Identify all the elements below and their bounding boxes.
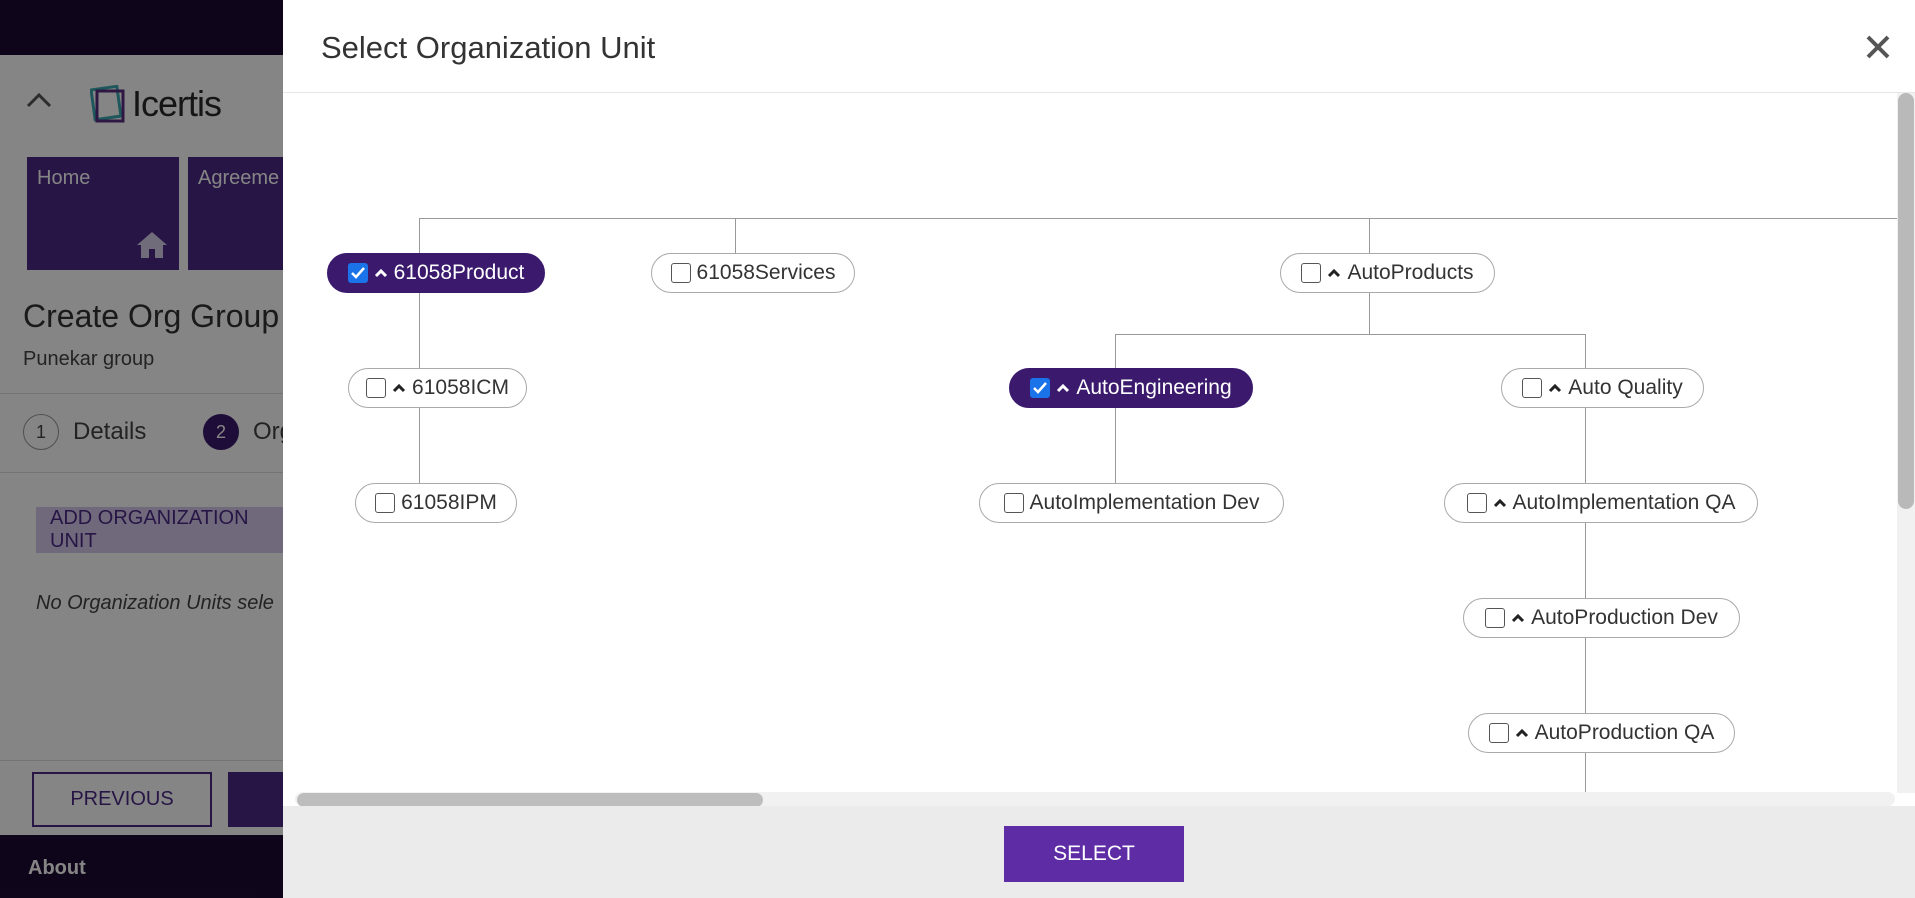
tree-connector — [1585, 638, 1586, 713]
chevron-up-icon[interactable] — [1548, 382, 1562, 394]
tree-connector — [1585, 408, 1586, 483]
node-label: AutoProduction QA — [1534, 721, 1715, 744]
node-label: 61058Product — [393, 261, 525, 284]
tile-agreements-label: Agreeme — [198, 167, 280, 189]
tree-connector — [1585, 334, 1586, 368]
tree-connector — [1585, 753, 1586, 793]
tree-connector — [1115, 334, 1116, 368]
step-details[interactable]: 1 Details — [23, 414, 146, 450]
node-checkbox[interactable] — [375, 493, 396, 513]
tree-connector — [419, 218, 1897, 219]
node-label: 61058Services — [696, 261, 836, 284]
node-label: AutoProducts — [1347, 261, 1474, 284]
home-icon — [137, 232, 167, 258]
node-checkbox[interactable] — [670, 263, 691, 283]
modal-header: Select Organization Unit — [283, 0, 1915, 93]
node-label: AutoEngineering — [1076, 376, 1232, 399]
node-label: 61058ICM — [412, 376, 509, 399]
step-number: 2 — [203, 414, 239, 450]
node-label: AutoImplementation Dev — [1029, 491, 1260, 514]
node-checkbox[interactable] — [1466, 493, 1487, 513]
tree-node-autoimplementation-dev[interactable]: AutoImplementation Dev — [979, 483, 1284, 523]
tree-node-61058product[interactable]: 61058Product — [327, 253, 545, 293]
tree-connector — [1369, 293, 1370, 334]
tree-connector — [1115, 408, 1116, 483]
logo-text: Icertis — [132, 83, 222, 124]
chevron-up-icon[interactable] — [1493, 497, 1507, 509]
chevron-up-icon[interactable] — [1515, 727, 1529, 739]
tree-node-auto-quality[interactable]: Auto Quality — [1501, 368, 1704, 408]
chevron-up-icon[interactable] — [1327, 267, 1341, 279]
previous-button[interactable]: PREVIOUS — [32, 772, 212, 827]
tree-node-autoimplementation-qa[interactable]: AutoImplementation QA — [1444, 483, 1758, 523]
chevron-up-icon[interactable] — [1511, 612, 1525, 624]
app-logo: Icertis — [90, 80, 222, 128]
node-checkbox[interactable] — [1485, 608, 1506, 628]
check-icon — [1033, 382, 1048, 394]
tree-node-autoproducts[interactable]: AutoProducts — [1280, 253, 1495, 293]
page-subtitle: Punekar group — [23, 348, 155, 370]
tree-connector — [1369, 218, 1370, 253]
step-label: Details — [73, 418, 147, 445]
select-org-unit-modal: Select Organization Unit 61058Product — [283, 0, 1915, 898]
tree-connector — [1585, 523, 1586, 598]
about-link[interactable]: About — [28, 857, 86, 879]
tree-connector — [1115, 334, 1585, 335]
node-checkbox[interactable] — [1301, 263, 1322, 283]
tree-node-autoproduction-dev[interactable]: AutoProduction Dev — [1463, 598, 1740, 638]
logo-mark-icon — [90, 85, 125, 123]
tree-node-autoproduction-qa[interactable]: AutoProduction QA — [1468, 713, 1735, 753]
tile-home-label: Home — [37, 167, 91, 189]
chevron-up-icon[interactable] — [374, 267, 388, 279]
step-number: 1 — [23, 414, 59, 450]
add-organization-unit-button[interactable]: ADD ORGANIZATION UNIT — [36, 507, 296, 553]
horizontal-scrollbar-thumb[interactable] — [297, 793, 763, 807]
chevron-up-icon[interactable] — [1056, 382, 1070, 394]
empty-state-text: No Organization Units sele — [36, 592, 274, 614]
node-checkbox[interactable] — [1488, 723, 1509, 743]
chevron-up-icon[interactable] — [24, 86, 54, 116]
node-checkbox[interactable] — [1522, 378, 1543, 398]
page-title: Create Org Group — [23, 298, 280, 334]
tree-connector — [735, 218, 736, 253]
node-checkbox[interactable] — [1003, 493, 1024, 513]
node-label: AutoProduction Dev — [1531, 606, 1718, 629]
node-label: Auto Quality — [1568, 376, 1683, 399]
node-label: AutoImplementation QA — [1512, 491, 1736, 514]
node-label: 61058IPM — [401, 491, 497, 514]
check-icon — [350, 267, 365, 279]
vertical-scrollbar-thumb[interactable] — [1898, 93, 1914, 509]
tree-node-61058icm[interactable]: 61058ICM — [348, 368, 527, 408]
tree-connector — [419, 218, 420, 253]
tile-home[interactable]: Home — [27, 157, 179, 270]
node-checkbox[interactable] — [347, 263, 368, 283]
tree-node-61058services[interactable]: 61058Services — [651, 253, 855, 293]
close-icon[interactable] — [1863, 32, 1893, 62]
org-tree[interactable]: 61058Product 61058Services AutoProducts … — [283, 93, 1897, 793]
chevron-up-icon[interactable] — [392, 382, 406, 394]
tree-connector — [419, 293, 420, 368]
modal-title: Select Organization Unit — [321, 30, 656, 65]
select-button[interactable]: SELECT — [1004, 826, 1184, 882]
node-checkbox[interactable] — [366, 378, 387, 398]
tree-node-61058ipm[interactable]: 61058IPM — [355, 483, 517, 523]
tree-node-autoengineering[interactable]: AutoEngineering — [1009, 368, 1253, 408]
node-checkbox[interactable] — [1030, 378, 1051, 398]
tree-connector — [419, 408, 420, 483]
